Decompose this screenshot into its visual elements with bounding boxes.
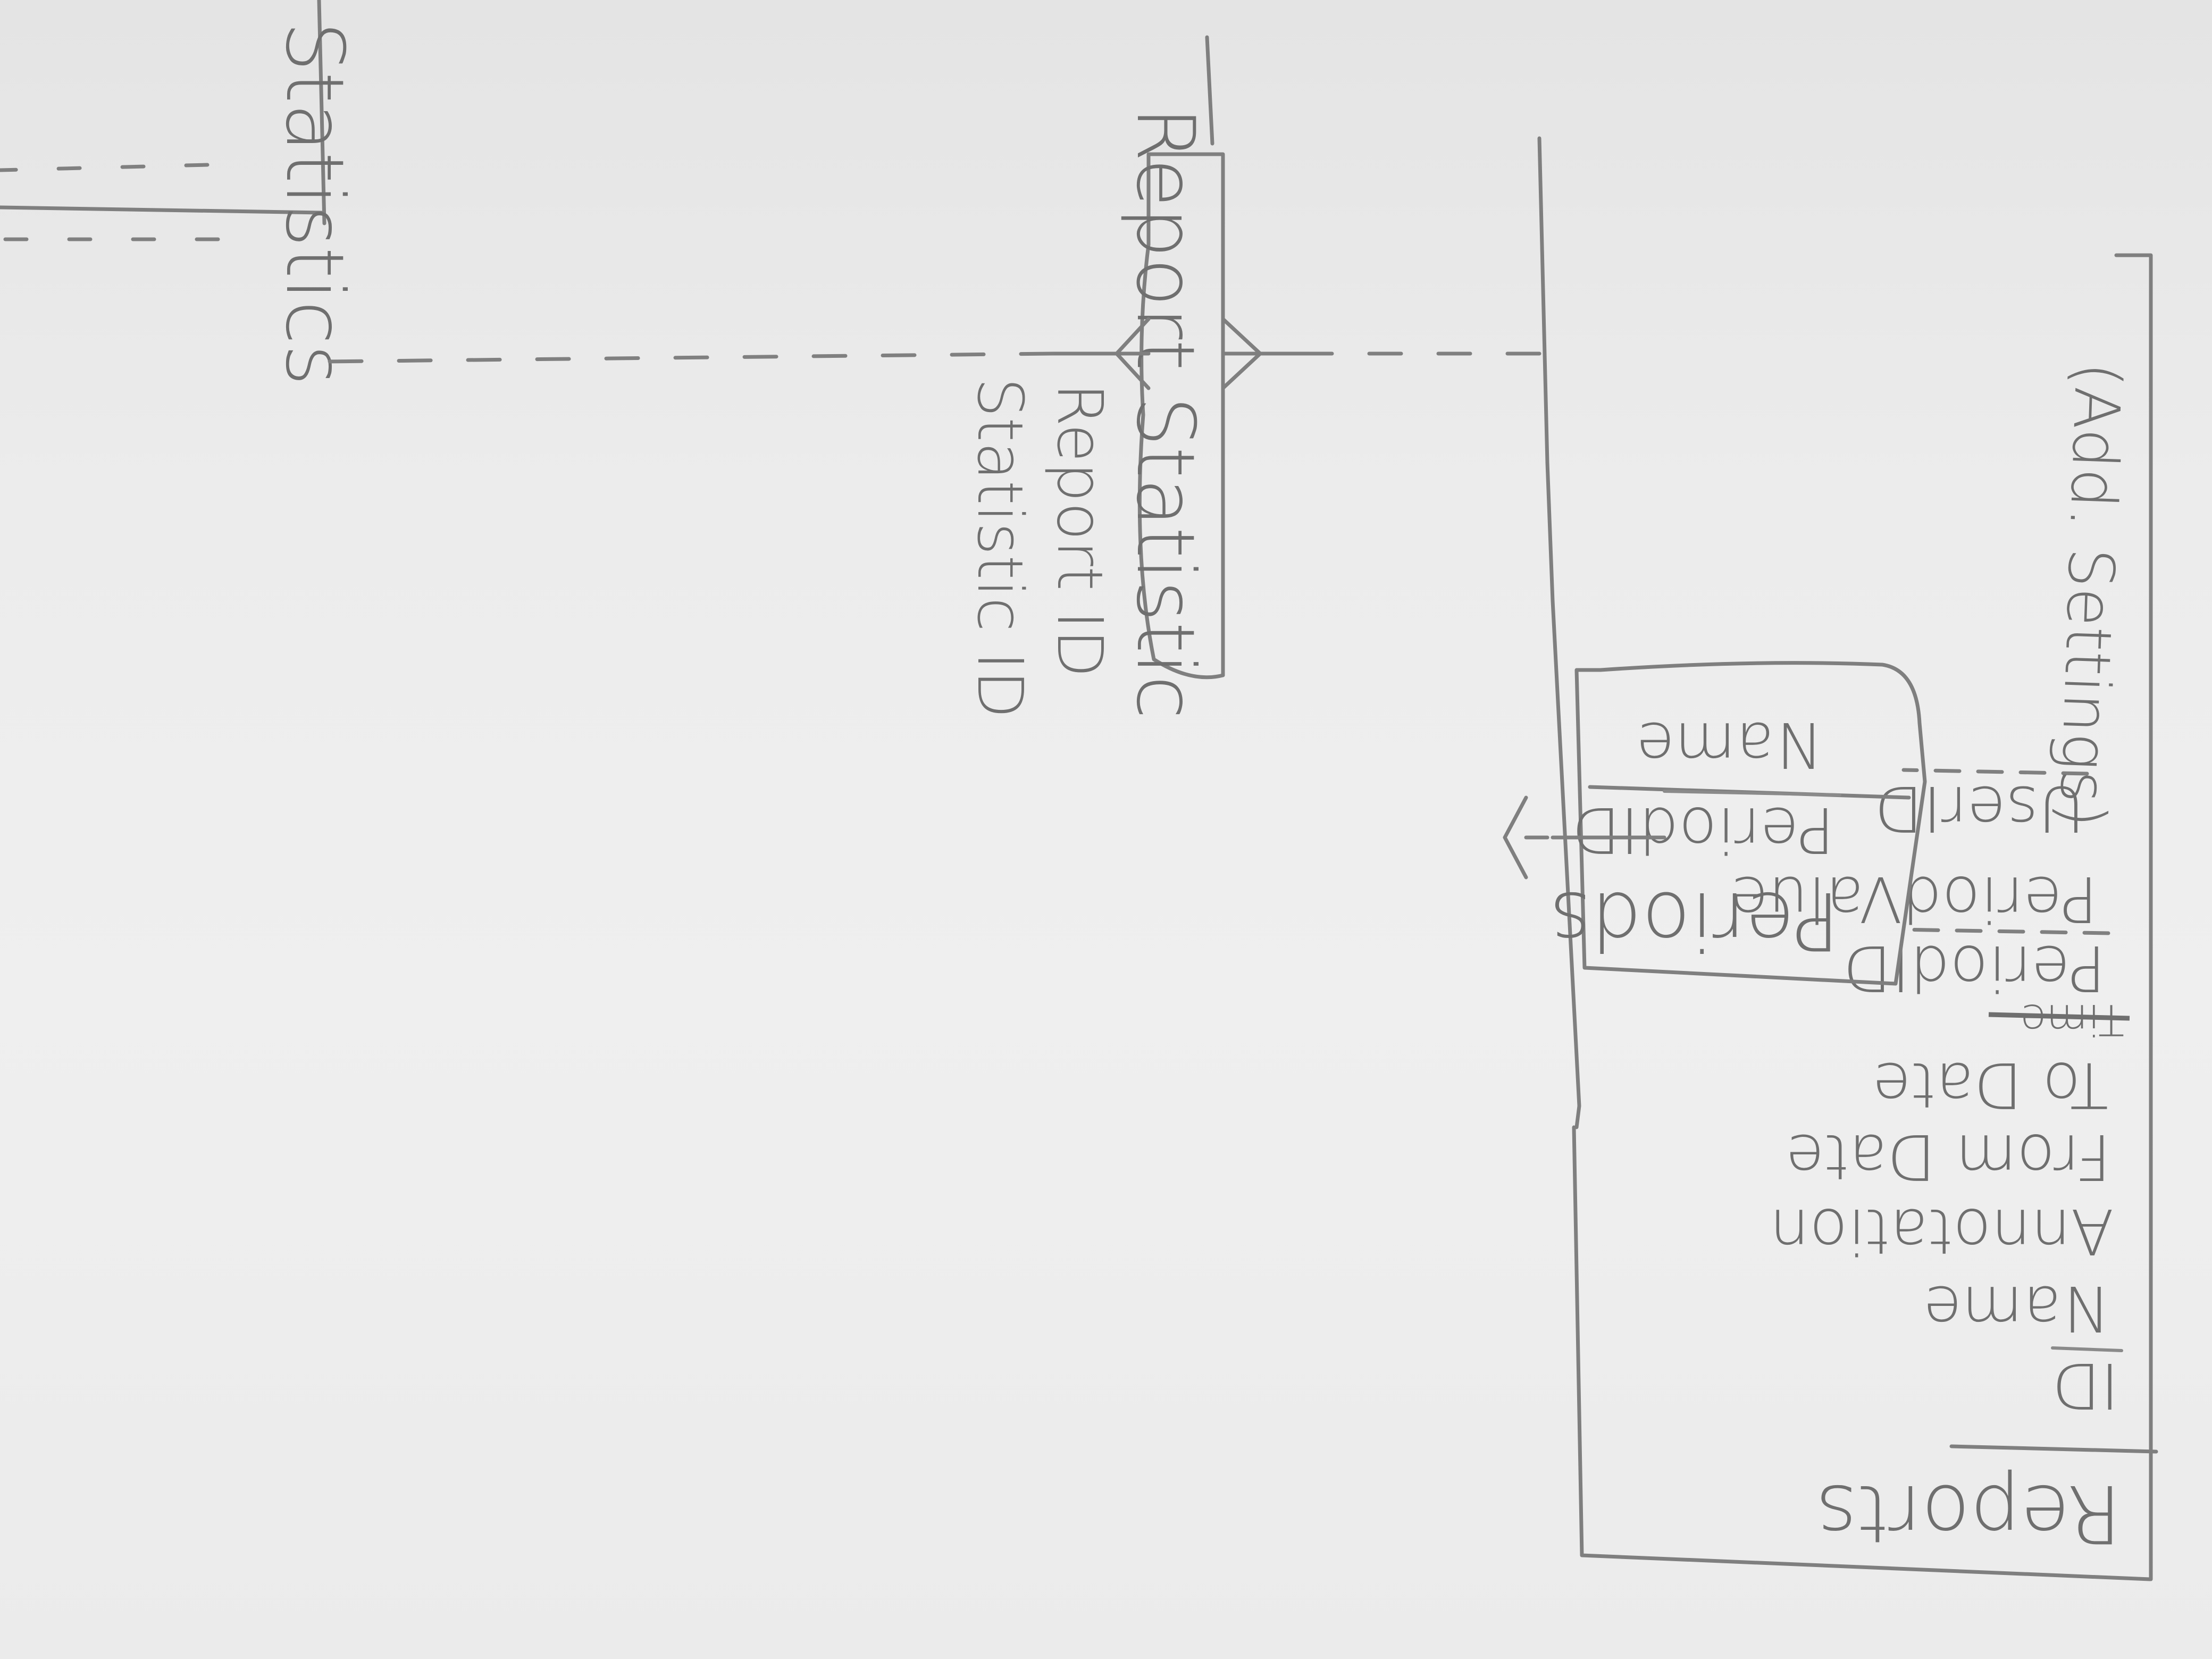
reports-box <box>1537 136 2153 1581</box>
reports-attr-userid: UserID <box>1874 772 2084 845</box>
reports-attr-add-settings: (Add. Settings) <box>2045 361 2134 829</box>
statistics-attr-placeholder-2 <box>0 163 210 172</box>
report-statistic-statistics-line <box>322 351 1055 364</box>
entity-report-statistic: Report Statistic Report ID Statistic ID <box>963 35 1225 719</box>
reports-attr-id-underline <box>2051 1346 2123 1352</box>
periods-attr-periodid: PeriodID <box>1572 793 1834 867</box>
periods-attr-periodid-underline <box>1663 790 1841 797</box>
report-statistic-title-divider <box>1205 35 1214 146</box>
relationship-reports-report-statistic <box>1221 317 1541 390</box>
statistics-title: Statistics <box>268 21 361 386</box>
report-statistic-attr-report-id: Report ID <box>1043 383 1117 677</box>
statistics-box-left-edge <box>317 0 326 225</box>
relationship-reports-periods <box>1503 795 1666 879</box>
report-statistic-attr-statistic-id: Statistic ID <box>963 378 1037 718</box>
statistics-title-divider <box>0 205 324 215</box>
reports-attr-userid-underline <box>1901 768 2089 776</box>
periods-box <box>1574 661 1927 986</box>
reports-periods-crowfoot <box>1503 795 1528 879</box>
relationship-report-statistic-statistics <box>322 317 1151 390</box>
reports-title: Reports <box>1816 1467 2122 1560</box>
periods-title: Periods <box>1549 874 1840 967</box>
reports-attr-id: ID <box>2052 1349 2119 1422</box>
reports-report-statistic-crowfoot <box>1221 317 1262 390</box>
entity-periods: Periods PeriodID Name <box>1549 661 1927 986</box>
reports-attr-periodid: PeriodID <box>1843 932 2106 1005</box>
report-statistic-box <box>1137 152 1225 680</box>
entity-reports: Reports ID Name Annotation From Date To … <box>1537 136 2158 1581</box>
reports-attr-name: Name <box>1923 1272 2108 1345</box>
reports-title-underline <box>1949 1444 2158 1454</box>
reports-attr-to-date: To Date <box>1872 1049 2108 1122</box>
reports-attr-time-strikethrough <box>1988 1012 2130 1021</box>
reports-attr-annotation: Annotation <box>1770 1195 2114 1268</box>
reports-attr-periodvalue: PeriodValue <box>1730 862 2098 936</box>
reports-attr-from-date: From Date <box>1786 1120 2111 1194</box>
entity-statistics: Statistics <box>0 0 361 386</box>
report-statistic-title: Report Statistic <box>1119 106 1211 719</box>
reports-attr-periodid-underline <box>1896 927 2110 935</box>
report-statistic-statistics-crowfoot <box>1115 317 1151 390</box>
periods-attr-name: Name <box>1636 708 1821 782</box>
